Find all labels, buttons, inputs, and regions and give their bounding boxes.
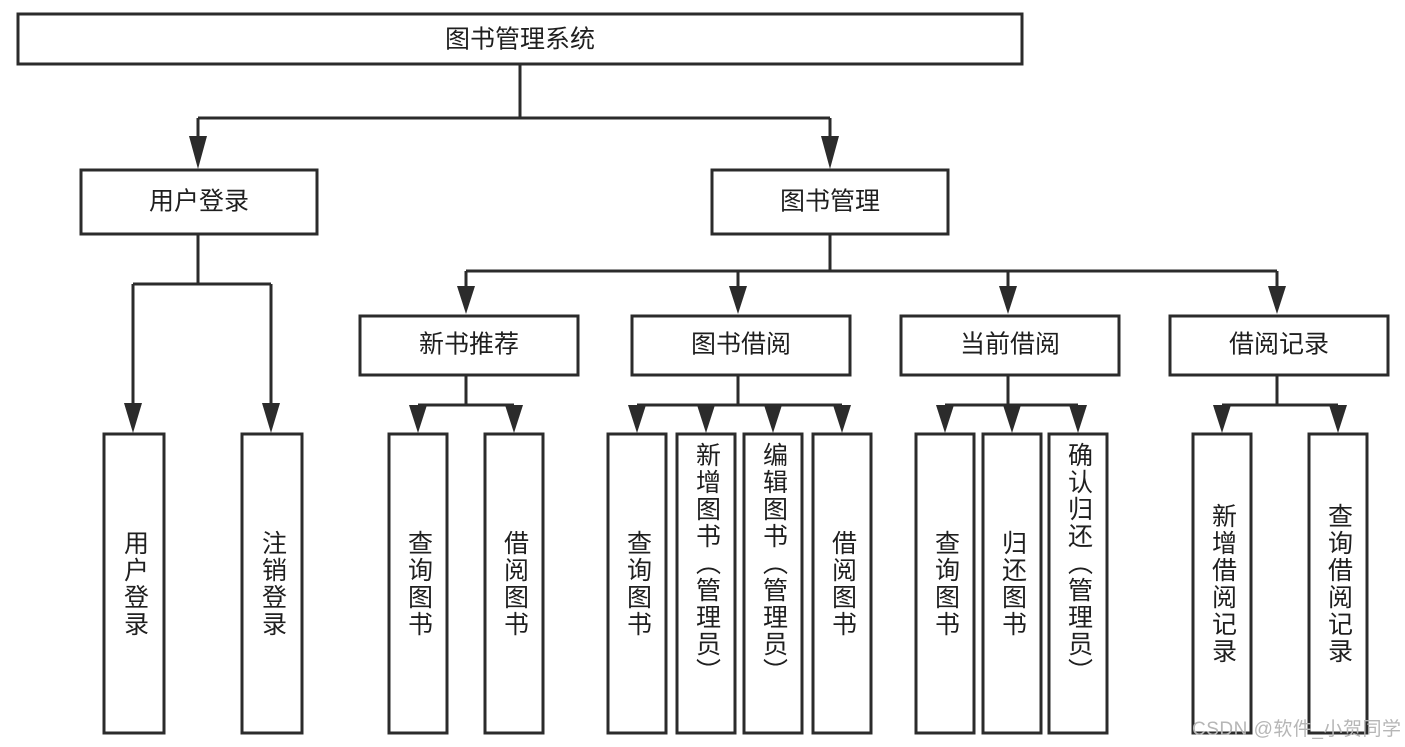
arrow-head-leaf-query-record xyxy=(1329,405,1347,433)
node-user-login[interactable]: 用户登录 xyxy=(79,168,319,236)
leaf-query-record-rect[interactable] xyxy=(1307,432,1369,735)
arrow-head-leaf-edit-book xyxy=(764,405,782,433)
leaf-query-book-1-rect[interactable] xyxy=(387,432,449,735)
node-current-borrow-label: 当前借阅 xyxy=(960,331,1060,359)
leaf-add-book-rect[interactable] xyxy=(675,432,737,735)
connector-group-user-login xyxy=(124,234,280,433)
arrow-head-leaf-user-login xyxy=(124,403,142,433)
node-root-system-rect[interactable] xyxy=(16,12,1024,66)
node-book-borrow-label: 图书借阅 xyxy=(691,331,791,359)
node-new-book-recommend-label: 新书推荐 xyxy=(419,331,519,359)
arrow-head-borrow-record xyxy=(1268,286,1286,314)
arrow-head-leaf-query-book-2 xyxy=(628,405,646,433)
leaf-user-login-rect[interactable] xyxy=(102,432,166,735)
node-current-borrow[interactable]: 当前借阅 xyxy=(899,314,1121,377)
arrow-head-leaf-logout xyxy=(262,403,280,433)
leaf-confirm-return-rect[interactable] xyxy=(1047,432,1109,735)
connector-group-book-borrow xyxy=(628,375,851,433)
leaf-edit-book-rect[interactable] xyxy=(742,432,804,735)
leaf-query-book-3-rect[interactable] xyxy=(914,432,976,735)
node-book-manage-rect[interactable] xyxy=(710,168,950,236)
node-new-book-recommend-rect[interactable] xyxy=(358,314,580,377)
connector-group-root xyxy=(189,64,839,169)
leaf-query-book-2-rect[interactable] xyxy=(606,432,668,735)
node-user-login-rect[interactable] xyxy=(79,168,319,236)
arrow-head-leaf-borrow-book-1 xyxy=(505,405,523,433)
node-book-borrow-rect[interactable] xyxy=(630,314,852,377)
arrow-head-new-book xyxy=(457,286,475,314)
node-current-borrow-rect[interactable] xyxy=(899,314,1121,377)
node-new-book-recommend[interactable]: 新书推荐 xyxy=(358,314,580,377)
arrow-head-leaf-add-record xyxy=(1213,405,1231,433)
arrow-head-user-login xyxy=(189,136,207,169)
node-book-manage-label: 图书管理 xyxy=(780,188,880,216)
node-borrow-record[interactable]: 借阅记录 xyxy=(1168,314,1390,377)
node-borrow-record-label: 借阅记录 xyxy=(1229,331,1329,359)
arrow-head-leaf-add-book xyxy=(697,405,715,433)
node-borrow-record-rect[interactable] xyxy=(1168,314,1390,377)
leaf-node-group xyxy=(102,432,1369,735)
leaf-add-record-rect[interactable] xyxy=(1191,432,1253,735)
arrow-head-leaf-query-book-1 xyxy=(409,405,427,433)
csdn-watermark: CSDN @软件_小贺同学 xyxy=(1192,719,1402,740)
connector-group-borrow-record xyxy=(1213,375,1347,433)
arrow-head-leaf-query-book-3 xyxy=(936,405,954,433)
arrow-head-leaf-confirm-return xyxy=(1069,405,1087,433)
node-user-login-label: 用户登录 xyxy=(149,188,249,216)
node-root-system-label: 图书管理系统 xyxy=(445,26,595,54)
node-root-system[interactable]: 图书管理系统 xyxy=(16,12,1024,66)
connector-group-book-manage xyxy=(457,234,1286,314)
leaf-borrow-book-1-rect[interactable] xyxy=(483,432,545,735)
arrow-head-current-borrow xyxy=(999,286,1017,314)
arrow-head-leaf-borrow-book-2 xyxy=(833,405,851,433)
arrow-head-book-borrow xyxy=(729,286,747,314)
node-book-manage[interactable]: 图书管理 xyxy=(710,168,950,236)
leaf-return-book-rect[interactable] xyxy=(981,432,1043,735)
leaf-borrow-book-2-rect[interactable] xyxy=(811,432,873,735)
node-book-borrow[interactable]: 图书借阅 xyxy=(630,314,852,377)
arrow-head-book-manage xyxy=(821,136,839,169)
leaf-logout-login-rect[interactable] xyxy=(240,432,304,735)
connector-group-new-book xyxy=(409,375,523,433)
arrow-head-leaf-return-book xyxy=(1003,405,1021,433)
connector-group-current-borrow xyxy=(936,375,1087,433)
